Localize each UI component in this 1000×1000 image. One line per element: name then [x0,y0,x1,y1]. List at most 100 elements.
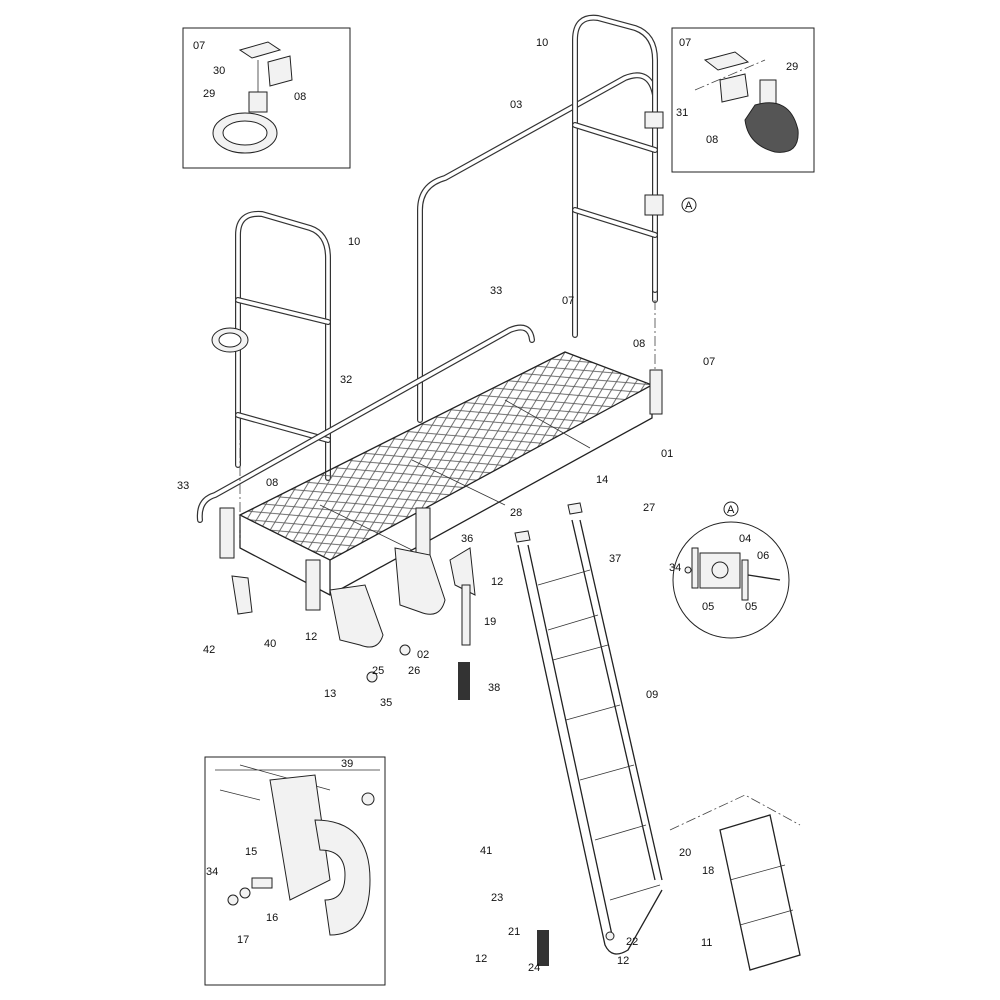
diagram-stroke [527,544,613,936]
diagram-stroke [319,399,591,551]
diagram-stroke [691,547,699,589]
part-label: 02 [417,649,429,661]
part-label: 08 [633,338,645,350]
part-label: 38 [488,682,500,694]
diagram-stroke [415,507,431,559]
part-label: 25 [372,665,384,677]
part-label: 16 [266,912,278,924]
part-label: 26 [408,665,420,677]
part-label: 08 [706,134,718,146]
part-label: 21 [508,926,520,938]
part-label: 13 [324,688,336,700]
part-label: 19 [484,616,496,628]
part-label: 20 [679,847,691,859]
detail-marker-a: A A [681,197,739,517]
diagram-stroke [741,559,749,601]
diagram-stroke [572,122,658,238]
handle-detail [215,764,380,936]
part-label: 27 [643,502,655,514]
diagram-stroke [744,102,799,153]
part-label: 36 [461,533,473,545]
diagram-stroke [669,794,801,831]
part-label: 10 [536,37,548,49]
diagram-stroke [236,212,330,480]
diagram-stroke [314,819,371,936]
diagram-stroke [552,644,661,901]
diagram-stroke [644,194,664,216]
detail-a-circle [672,521,790,639]
diagram-stroke [573,123,657,237]
diagram-stroke: A [727,504,735,516]
diagram-stroke [458,662,470,700]
part-label: 11 [701,937,712,949]
part-label: 37 [609,553,621,565]
diagram-stroke [681,197,697,213]
part-label: 04 [739,533,751,545]
diagram-stroke [269,774,331,901]
part-labels: 07 30 08 29 07 29 31 08 10 03 10 33 07 0… [177,37,798,974]
diagram-stroke [649,369,663,415]
part-label: 07 [562,295,574,307]
diagram-stroke [231,575,253,615]
diagram-stroke [694,59,766,91]
diagram-stroke [222,120,268,146]
part-label: 01 [661,448,673,460]
part-label: 18 [702,865,714,877]
platform-deck [219,351,663,700]
part-label: 12 [305,631,317,643]
diagram-stroke [238,41,282,59]
diagram-stroke [219,507,235,559]
diagram-stroke: A [685,200,693,212]
part-label: 32 [340,374,352,386]
step-assembly [669,794,801,971]
diagram-stroke [719,73,749,103]
part-label: 34 [669,562,681,574]
part-label: 12 [491,576,503,588]
diagram-stroke [605,931,615,941]
inset-lamp-right [671,27,815,173]
part-label: 39 [341,758,353,770]
part-label: 31 [676,107,688,119]
part-label: 35 [380,697,392,709]
diagram-stroke [394,547,446,615]
lamp-right [694,51,799,153]
lamp-left [212,41,293,154]
part-label: 34 [206,866,218,878]
inset-lamp-left [182,27,351,169]
part-label: 07 [193,40,205,52]
diagram-stroke [573,15,657,337]
diagram-stroke [329,584,384,648]
diagram-stroke [236,298,330,442]
diagram-stroke [514,530,531,543]
rear-railing [196,14,664,523]
part-label: 42 [203,644,215,656]
diagram-stroke [571,519,656,881]
diagram-stroke [449,547,476,596]
part-label: 24 [528,962,540,974]
diagram-stroke [711,561,729,579]
ladder [514,502,663,966]
diagram-stroke [218,332,242,348]
part-label: 29 [786,61,798,73]
part-label: 09 [646,689,658,701]
part-label: 30 [213,65,225,77]
part-label: 40 [264,638,276,650]
diagram-stroke [305,559,321,611]
diagram-stroke [759,79,777,105]
part-label: 33 [490,285,502,297]
diagram-stroke [579,519,663,881]
inset-handle-detail [204,756,386,986]
part-label: 10 [348,236,360,248]
diagram-stroke [366,671,378,683]
diagram-stroke [227,894,239,906]
diagram-stroke [729,864,794,926]
diagram-stroke [537,930,549,966]
part-label: 28 [510,507,522,519]
diagram-stroke [267,55,293,87]
part-label: 29 [203,88,215,100]
diagram-stroke [251,877,273,889]
diagram-stroke [248,91,268,113]
part-label: 08 [266,477,278,489]
